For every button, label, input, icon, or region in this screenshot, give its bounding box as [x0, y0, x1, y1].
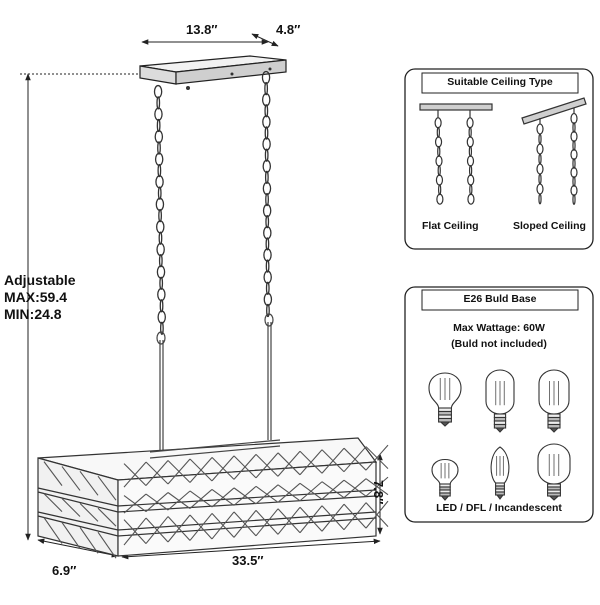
canopy-length-label: 13.8″ [186, 22, 218, 37]
ceiling-panel-title: Suitable Ceiling Type [447, 76, 553, 88]
bulb-base-panel [404, 286, 594, 523]
max-wattage-label: Max Wattage: 60W [453, 322, 545, 334]
fixture-lattice [43, 444, 389, 559]
dimension-lines [20, 33, 383, 560]
sloped-ceiling-label: Sloped Ceiling [513, 220, 586, 232]
canopy-width-dimension [251, 33, 279, 47]
body-length-dimension [121, 538, 381, 560]
suspension-chains [153, 70, 273, 336]
min-height-label: MIN:24.8 [4, 306, 62, 322]
body-height-label: 7.8″ [371, 480, 386, 505]
ceiling-type-panel [404, 68, 594, 250]
suspension-rods [156, 313, 274, 452]
bulb-panel-title: E26 Buld Base [463, 293, 537, 305]
canopy [139, 55, 287, 90]
bulb-not-included-note: (Buld not included) [451, 338, 547, 350]
body-length-label: 33.5″ [232, 553, 264, 568]
bulb-types-label: LED / DFL / Incandescent [436, 502, 562, 514]
bulb-illustrations [428, 369, 571, 501]
fixture-center-bar [149, 439, 281, 459]
max-height-label: MAX:59.4 [4, 289, 68, 305]
adjustable-label: Adjustable [4, 272, 76, 288]
body-width-label: 6.9″ [52, 563, 77, 578]
canopy-width-label: 4.8″ [276, 22, 301, 37]
flat-ceiling-illustration [419, 103, 493, 118]
sloped-ceiling-illustration [521, 97, 587, 125]
body-width-dimension [37, 538, 119, 558]
flat-ceiling-label: Flat Ceiling [422, 220, 479, 232]
